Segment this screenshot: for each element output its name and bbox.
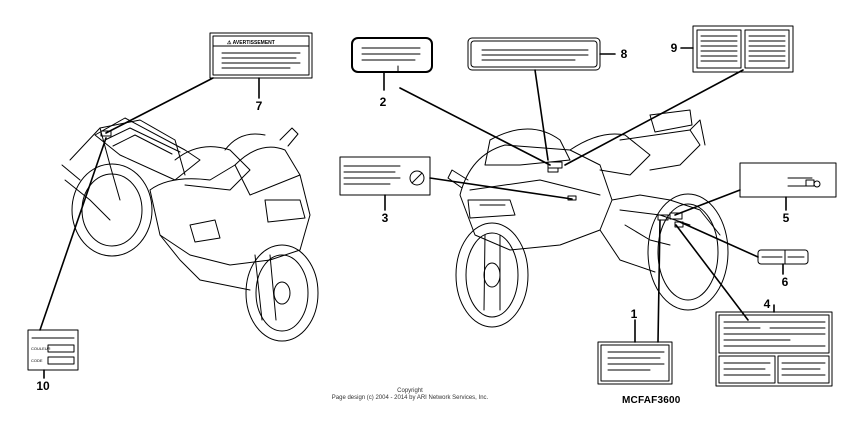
leader-lines <box>39 47 787 379</box>
callout-3: 3 <box>382 211 389 225</box>
motorcycle-front-view <box>447 109 729 328</box>
callout-2: 2 <box>380 95 387 109</box>
callout-5: 5 <box>783 211 790 225</box>
label-4 <box>715 311 833 387</box>
label-8 <box>467 37 601 71</box>
motorcycle-rear-view <box>61 117 319 342</box>
label-10-row-2: CODE <box>31 358 43 363</box>
label-10-row-1: COULEUR <box>31 346 51 351</box>
callout-4: 4 <box>764 297 771 311</box>
label-5 <box>739 162 837 198</box>
callout-10: 10 <box>36 379 50 393</box>
callout-8: 8 <box>621 47 628 61</box>
callout-7: 7 <box>256 99 263 113</box>
copyright-line-1: Copyright <box>397 388 423 394</box>
diagram-code: MCFAF3600 <box>622 395 681 406</box>
label-10 <box>27 329 79 371</box>
callout-1: 1 <box>631 307 638 321</box>
label-7-heading: ⚠ AVERTISSEMENT <box>227 40 275 46</box>
label-2 <box>351 37 433 73</box>
label-7-warning <box>209 32 313 79</box>
label-9 <box>692 25 794 73</box>
callout-6: 6 <box>782 275 789 289</box>
copyright-line-2: Page design (c) 2004 - 2014 by ARI Netwo… <box>331 395 489 401</box>
callout-9: 9 <box>671 41 678 55</box>
label-3 <box>339 156 431 196</box>
label-6 <box>757 249 809 265</box>
label-1 <box>597 341 673 385</box>
